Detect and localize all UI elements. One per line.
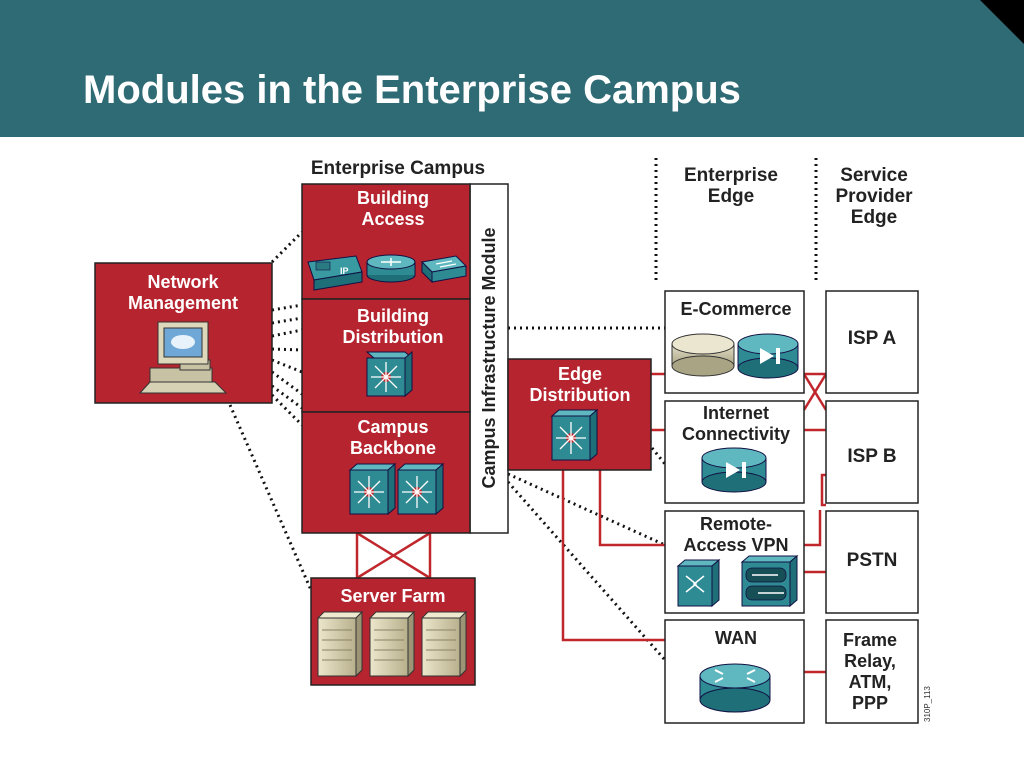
frame-relay-module [825,619,919,724]
campus-infrastructure-label: Campus Infrastructure Module [479,227,499,488]
isp-a-module [825,290,919,394]
isp-a-label: ISP A [848,328,897,349]
access-switch-icon-2 [420,255,468,284]
corner-decoration [980,0,1024,44]
pstn-module [825,510,919,614]
server-icon-3 [420,610,468,678]
internet-connectivity-line1: Internet [703,403,769,423]
server-icon-2 [368,610,416,678]
campus-backbone-line1: Campus [357,417,428,437]
dotted-links [228,158,818,661]
e-commerce-label: E-Commerce [680,299,791,319]
enterprise-edge-label-line1: Enterprise [684,165,778,186]
red-links [355,372,828,674]
router-icon [699,663,771,713]
frame-relay-line2: Relay, [844,651,896,671]
layer3-switch-icon-distribution [365,350,414,398]
frame-relay-line3: ATM, [849,672,892,692]
building-distribution-line1: Building [357,306,429,326]
network-management-line2: Management [128,293,238,313]
building-distribution-line2: Distribution [343,327,444,347]
workstation-icon [138,321,228,394]
layer3-switch-icon-backbone-1 [348,462,397,516]
building-access-line2: Access [361,209,424,229]
sp-edge-label-line2: Provider [835,186,913,207]
building-access-line1: Building [357,188,429,208]
remote-access-vpn-line2: Access VPN [683,535,788,555]
enterprise-edge-label-line2: Edge [708,186,754,207]
sp-edge-label-line1: Service [840,165,908,186]
internet-connectivity-line2: Connectivity [682,424,790,444]
edge-distribution-line1: Edge [558,364,602,384]
ip-phone-icon: IP [307,255,363,291]
remote-access-vpn-line1: Remote- [700,514,772,534]
figure-code: 310P_113 [923,686,932,722]
sp-edge-label-line3: Edge [851,207,897,228]
access-switch-icon-1 [366,254,416,283]
vpn-concentrator-icon [676,558,721,608]
frame-relay-line1: Frame [843,630,897,650]
edge-distribution-line2: Distribution [530,385,631,405]
campus-backbone-line2: Backbone [350,438,436,458]
layer3-switch-icon-backbone-2 [396,462,445,516]
network-management-line1: Network [147,272,219,292]
firewall-icon [740,554,799,608]
server-icon-1 [316,610,364,678]
content-engine-icon-ecommerce [737,333,799,379]
pstn-label: PSTN [847,550,898,571]
enterprise-campus-label: Enterprise Campus [311,158,485,179]
title-bar: Modules in the Enterprise Campus [0,0,1024,137]
frame-relay-line4: PPP [852,693,888,713]
server-farm-label: Server Farm [340,586,445,606]
database-icon [671,333,735,377]
isp-b-module [825,400,919,504]
isp-b-label: ISP B [847,446,896,467]
wan-label: WAN [715,628,757,648]
content-engine-icon-internet [701,447,767,493]
ip-phone-label: IP [340,266,349,276]
slide-title: Modules in the Enterprise Campus [83,68,741,112]
layer3-switch-icon-edge [550,408,599,462]
